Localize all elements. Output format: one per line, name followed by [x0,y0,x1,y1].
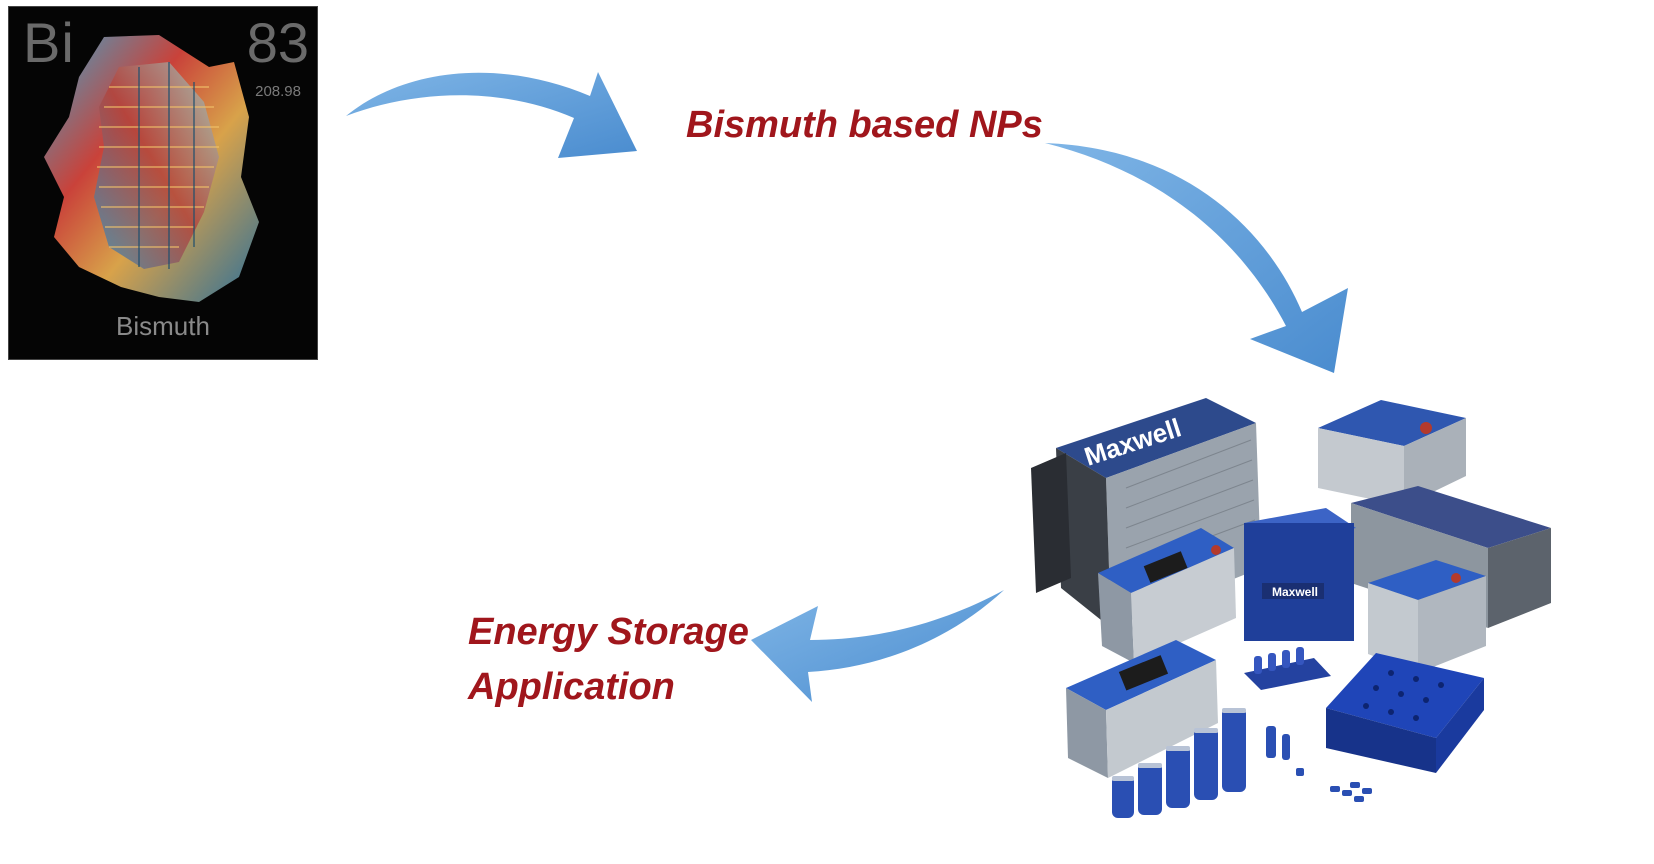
bismuth-crystal-image [44,35,259,302]
element-name: Bismuth [116,311,210,341]
bottom-left-module [1066,640,1218,778]
atomic-number: 83 [246,11,309,74]
atomic-mass: 208.98 [255,83,301,100]
bottom-right-flat-module [1326,653,1484,773]
left-middle-module [1098,528,1236,663]
nanoparticles-label: Bismuth based NPs [686,104,1043,146]
application-label: Energy Storage Application [468,605,749,715]
bismuth-element-tile: Bi 83 208.98 Bismuth [8,6,318,360]
right-middle-module [1368,560,1486,673]
arrow-element-to-nps [346,72,637,158]
arrow-devices-to-application [751,590,1004,702]
small-cell-rack [1244,647,1331,690]
arrow-nps-to-devices [1045,143,1348,373]
ultracapacitor-cells [1112,708,1290,818]
application-label-line1: Energy Storage [468,611,749,653]
tiny-cells [1296,768,1372,802]
energy-storage-devices-image: Maxwell Maxwell [1026,378,1558,824]
element-symbol: Bi [23,11,75,74]
brand-text-center: Maxwell [1272,585,1318,599]
top-right-module [1318,400,1466,506]
center-blue-module: Maxwell [1244,508,1356,641]
application-label-line2: Application [468,666,675,709]
